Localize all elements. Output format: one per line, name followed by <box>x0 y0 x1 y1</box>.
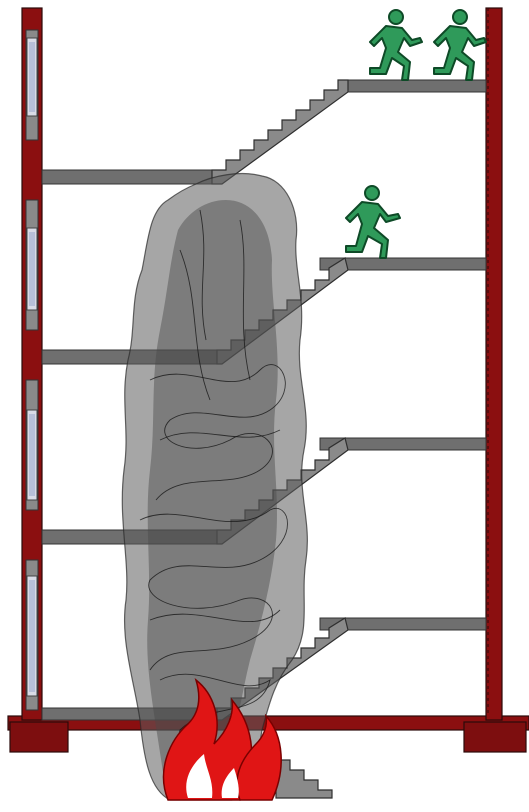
running-person-icon <box>346 186 400 258</box>
running-person-icon <box>370 10 422 80</box>
footing-right <box>464 722 526 752</box>
right-wall <box>486 8 502 720</box>
footing-left <box>10 722 68 752</box>
landings-right <box>320 80 486 630</box>
window <box>27 228 37 310</box>
stair-flight-basement <box>276 760 332 798</box>
running-person-icon <box>434 10 486 80</box>
window <box>27 576 37 696</box>
window <box>27 410 37 500</box>
window <box>27 38 37 116</box>
stair-flight <box>212 80 348 184</box>
